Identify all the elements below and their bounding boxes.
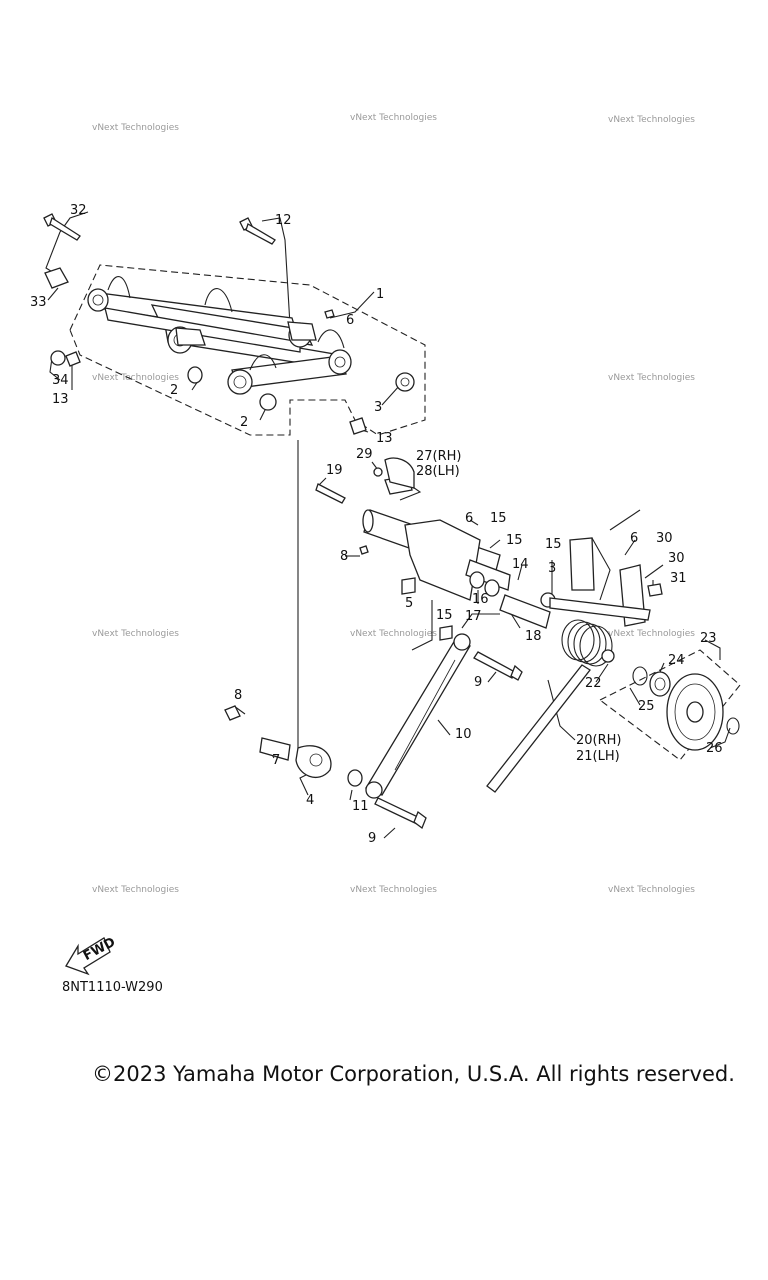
callout: 34 bbox=[52, 373, 69, 388]
torsion-spring bbox=[486, 619, 615, 793]
callout: 9 bbox=[368, 831, 376, 846]
callout: 30 bbox=[656, 531, 673, 546]
fwd-arrow-icon: FWD bbox=[65, 935, 118, 976]
callout: 6 bbox=[630, 531, 638, 546]
callout: 21(LH) bbox=[576, 749, 620, 764]
watermark: vNext Technologies bbox=[350, 885, 437, 895]
shaft-assembly bbox=[315, 467, 556, 641]
callout: 25 bbox=[638, 699, 655, 714]
callout: 19 bbox=[326, 463, 343, 478]
watermarks: vNext Technologies vNext Technologies vN… bbox=[92, 113, 695, 895]
watermark: vNext Technologies bbox=[92, 629, 179, 639]
callout: 9 bbox=[474, 675, 482, 690]
callout: 2 bbox=[240, 415, 248, 430]
watermark: vNext Technologies bbox=[92, 373, 179, 383]
callout: 8 bbox=[340, 549, 348, 564]
watermark: vNext Technologies bbox=[608, 115, 695, 125]
callout: 30 bbox=[668, 551, 685, 566]
callout: 33 bbox=[30, 295, 47, 310]
callout: 29 bbox=[356, 447, 373, 462]
link-arm bbox=[347, 633, 523, 830]
watermark: vNext Technologies bbox=[350, 113, 437, 123]
watermark: vNext Technologies bbox=[92, 123, 179, 133]
callout: 3 bbox=[374, 400, 382, 415]
watermark: vNext Technologies bbox=[92, 885, 179, 895]
callout: 13 bbox=[376, 431, 393, 446]
callout: 15 bbox=[545, 537, 562, 552]
callout: 10 bbox=[455, 727, 472, 742]
callout: 22 bbox=[585, 676, 602, 691]
callout: 7 bbox=[272, 753, 280, 768]
watermark: vNext Technologies bbox=[608, 373, 695, 383]
callout: 18 bbox=[525, 629, 542, 644]
upper-hardware bbox=[43, 213, 415, 435]
callout: 28(LH) bbox=[416, 464, 460, 479]
callout: 6 bbox=[346, 313, 354, 328]
callout: 4 bbox=[306, 793, 314, 808]
callout: 11 bbox=[352, 799, 369, 814]
lower-hardware bbox=[224, 457, 415, 779]
callout: 23 bbox=[700, 631, 717, 646]
callout: 20(RH) bbox=[576, 733, 622, 748]
watermark: vNext Technologies bbox=[608, 629, 695, 639]
callout: 12 bbox=[275, 213, 292, 228]
callout: 5 bbox=[405, 596, 413, 611]
fwd-label: FWD bbox=[81, 935, 118, 964]
callouts: 32 12 1 33 6 34 2 13 3 2 13 29 27(RH) 28… bbox=[30, 203, 723, 846]
callout: 27(RH) bbox=[416, 449, 462, 464]
idler-wheel-assembly bbox=[632, 666, 740, 751]
callout: 6 bbox=[465, 511, 473, 526]
callout: 15 bbox=[506, 533, 523, 548]
watermark: vNext Technologies bbox=[608, 885, 695, 895]
callout: 1 bbox=[376, 287, 384, 302]
copyright-notice: ©2023 Yamaha Motor Corporation, U.S.A. A… bbox=[92, 1062, 735, 1086]
diagram-code: 8NT1110-W290 bbox=[62, 980, 163, 995]
callout: 24 bbox=[668, 653, 685, 668]
callout: 3 bbox=[548, 561, 556, 576]
callout: 16 bbox=[472, 592, 489, 607]
callout: 13 bbox=[52, 392, 69, 407]
callout: 2 bbox=[170, 383, 178, 398]
callout: 32 bbox=[70, 203, 87, 218]
callout: 15 bbox=[436, 608, 453, 623]
callout: 31 bbox=[670, 571, 687, 586]
brackets bbox=[549, 537, 663, 627]
swing-arm bbox=[87, 276, 352, 395]
callout: 17 bbox=[465, 609, 482, 624]
watermark: vNext Technologies bbox=[350, 629, 437, 639]
callout: 14 bbox=[512, 557, 529, 572]
callout: 15 bbox=[490, 511, 507, 526]
callout: 26 bbox=[706, 741, 723, 756]
callout: 8 bbox=[234, 688, 242, 703]
